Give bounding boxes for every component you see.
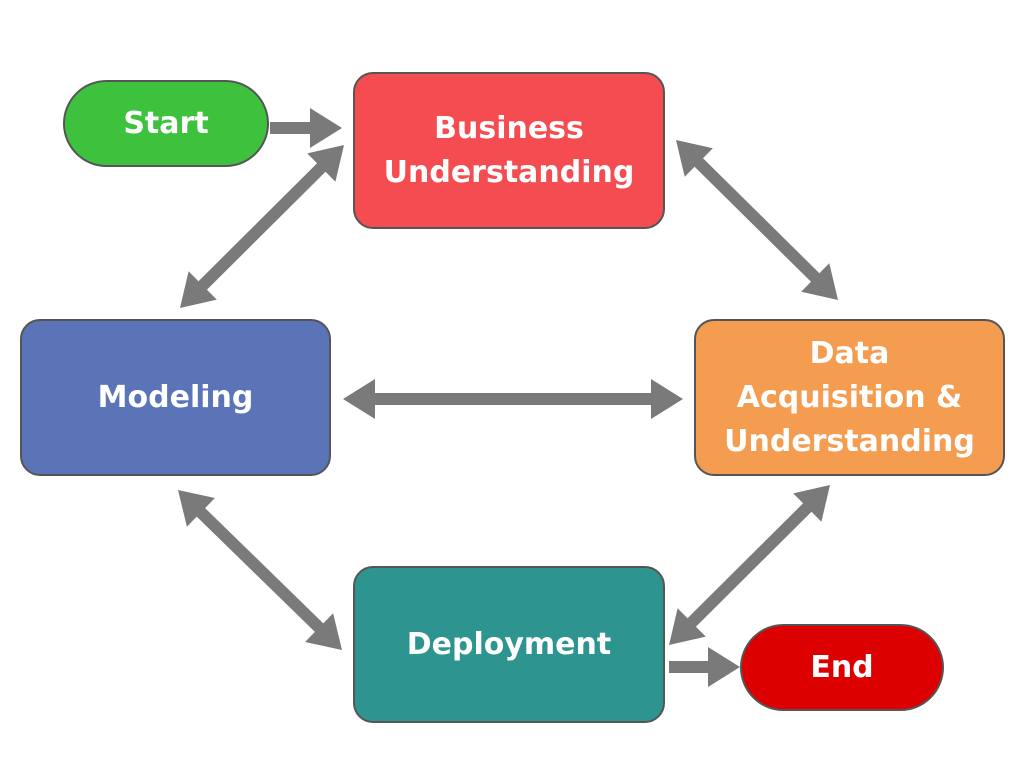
business-understanding-label-line-1: Business	[434, 110, 584, 146]
data-acquisition-label-line-2: Acquisition &	[736, 379, 963, 415]
arrow-business-data	[676, 140, 838, 300]
deployment-node: Deployment	[353, 566, 665, 723]
modeling-node: Modeling	[20, 319, 331, 476]
data-acquisition-node: Data Acquisition & Understanding	[694, 319, 1005, 476]
business-understanding-label-line-2: Understanding	[383, 154, 635, 190]
arrow-data-deployment	[669, 485, 830, 645]
data-acquisition-label-line-1: Data	[809, 335, 890, 371]
arrow-modeling-deployment	[178, 490, 342, 650]
arrow-deployment-to-end	[669, 647, 740, 687]
arrow-modeling-data	[343, 379, 683, 419]
data-acquisition-label-line-3: Understanding	[724, 423, 975, 459]
arrow-business-modeling	[180, 145, 344, 308]
start-node: Start	[63, 80, 269, 167]
business-understanding-node: Business Understanding	[353, 72, 665, 229]
modeling-label: Modeling	[97, 379, 254, 415]
deployment-label: Deployment	[406, 626, 612, 662]
end-label: End	[810, 649, 874, 685]
end-node: End	[740, 624, 944, 711]
arrow-start-to-business	[270, 108, 342, 148]
start-label: Start	[123, 105, 209, 141]
